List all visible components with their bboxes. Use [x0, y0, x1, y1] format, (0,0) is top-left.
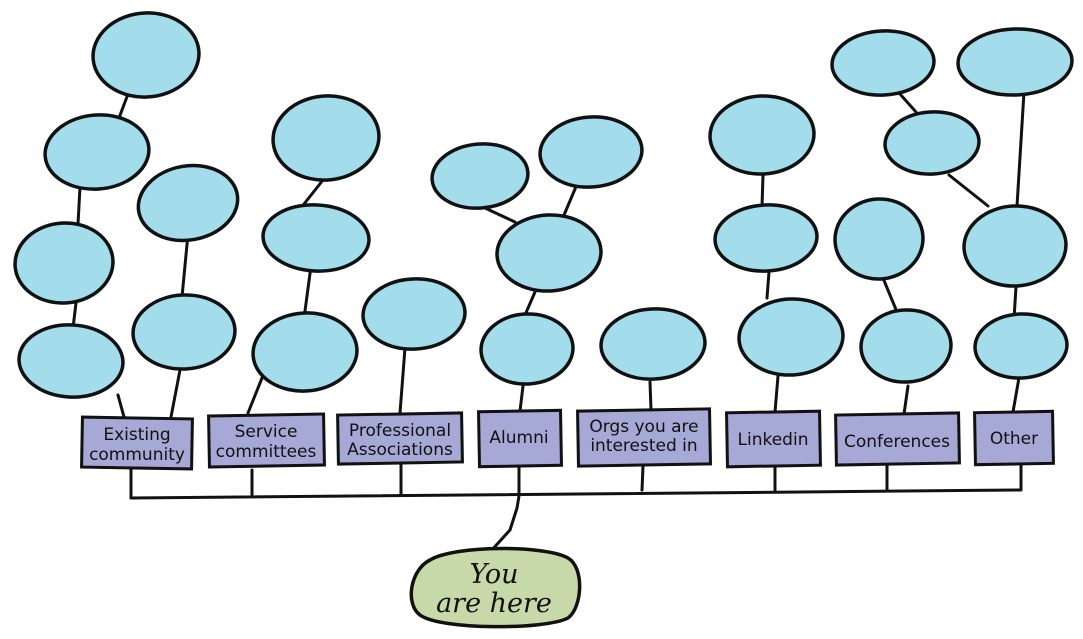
bubble [708, 94, 816, 176]
category-label: Other [990, 429, 1038, 449]
category-box [336, 411, 464, 466]
start-shape [409, 546, 582, 629]
connector-lines [71, 90, 1026, 554]
bubble [136, 163, 240, 243]
bubble [833, 197, 925, 281]
bubble [538, 115, 644, 189]
start-label: You [469, 559, 518, 590]
bubble [599, 307, 707, 381]
category-label: Associations [347, 440, 453, 460]
category-box [576, 407, 713, 468]
category-existing: Existing community [80, 415, 194, 471]
category-label: Alumni [489, 428, 548, 448]
category-alumni: Alumni [477, 408, 564, 469]
bubble [13, 221, 115, 305]
category-label: Conferences [844, 432, 950, 452]
bubble [91, 11, 201, 99]
bubble [956, 27, 1074, 97]
bubble [495, 213, 603, 293]
bubble [251, 311, 359, 393]
bubble [43, 113, 151, 191]
bubble [271, 94, 381, 182]
bubbles [13, 11, 1074, 399]
category-label: Existing [103, 425, 170, 445]
link-orgs [648, 380, 653, 412]
bubble [131, 293, 237, 371]
category-box [834, 411, 961, 467]
category-other: Other [973, 409, 1055, 467]
category-labels: Existing community Service committees Pr… [80, 407, 1055, 471]
link-professional [398, 346, 407, 415]
bubble [830, 29, 936, 97]
category-linkedin: Linkedin [725, 409, 822, 469]
category-conferences: Conferences [834, 411, 961, 467]
category-label: Professional [349, 421, 451, 441]
bubble [973, 312, 1069, 380]
bubble [962, 204, 1068, 288]
start-label: are here [436, 588, 552, 619]
bubble [17, 323, 125, 399]
link-alumni [483, 180, 580, 413]
category-box [80, 415, 194, 471]
bubble [261, 203, 371, 273]
category-label: Service [235, 422, 298, 442]
category-label: interested in [590, 436, 697, 456]
link-linkedin [760, 173, 780, 414]
category-professional: Professional Associations [336, 411, 464, 466]
link-other [898, 90, 1026, 414]
you-are-here-node: You are here [409, 546, 582, 629]
category-box [477, 408, 564, 469]
bubble [713, 203, 819, 273]
category-label: Orgs you are [589, 417, 698, 437]
category-service: Service committees [207, 412, 326, 469]
drop-to-start [488, 464, 521, 554]
bubble [479, 312, 575, 386]
bubble [361, 277, 467, 351]
bubble [430, 142, 530, 210]
link-existing-a [71, 92, 130, 419]
link-existing-b [169, 232, 190, 419]
category-label: community [89, 445, 185, 465]
category-label: committees [216, 442, 317, 462]
category-label: Linkedin [738, 430, 809, 450]
bubble [859, 308, 953, 384]
category-box [973, 409, 1055, 467]
bubble [883, 110, 981, 176]
category-orgs: Orgs you are interested in [576, 407, 713, 468]
bubble [737, 297, 845, 377]
link-conferences [881, 276, 910, 416]
category-box [207, 412, 326, 469]
drop-orgs [640, 464, 645, 492]
category-box [725, 409, 822, 469]
